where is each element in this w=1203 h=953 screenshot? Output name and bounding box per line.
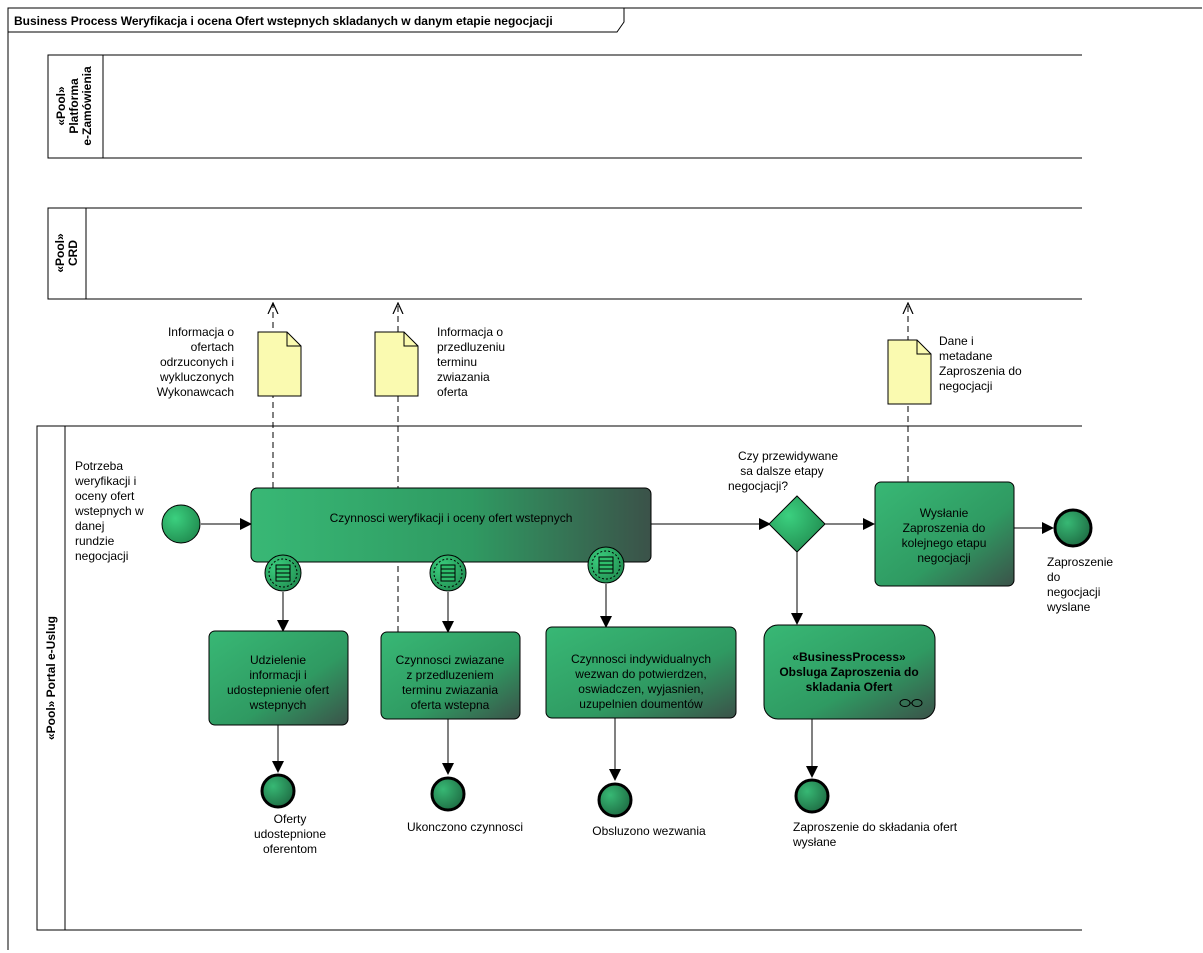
loop-marker-icon xyxy=(587,546,625,584)
label-line: Dane i xyxy=(939,334,974,348)
pool-portal-label: «Pool» Portal e-Uslug xyxy=(44,616,58,740)
start-event[interactable] xyxy=(161,504,201,544)
label-line: skladania Ofert xyxy=(806,680,893,694)
label-dane-metadane: Dane i metadane Zaproszenia do negocjacj… xyxy=(939,334,1022,393)
pool-portal[interactable]: «Pool» Portal e-Uslug xyxy=(36,425,1082,931)
data-object-dane-metadane[interactable] xyxy=(887,339,932,405)
label-line: Wysłanie xyxy=(920,506,969,520)
label-line: oferta wstepna xyxy=(411,698,490,712)
label-line: Zaproszenia do xyxy=(939,364,1022,378)
start-event-label: Potrzeba weryfikacji i oceny ofert wstep… xyxy=(74,459,144,563)
label-line: Zaproszenie do składania ofert xyxy=(793,820,958,834)
label-line: ofertach xyxy=(191,340,234,354)
label-line: Udzielenie xyxy=(250,653,306,667)
task-przedluzenie[interactable]: Czynnosci zwiazane z przedluzeniem termi… xyxy=(380,631,521,720)
label-line: Informacja o xyxy=(437,325,503,339)
end-event-oferty-label: Oferty udostepnione oferentom xyxy=(254,812,326,856)
main-task-label: Czynnosci weryfikacji i oceny ofert wste… xyxy=(330,511,573,525)
label-line: kolejnego etapu xyxy=(902,536,987,550)
label-line: «BusinessProcess» xyxy=(792,650,906,664)
label-line: wezwan do potwierdzen, xyxy=(574,667,706,681)
link-icon xyxy=(899,699,923,707)
label-line: wstepnych xyxy=(249,698,307,712)
label-info-przedluzeniu: Informacja o przedluzeniu terminu zwiaza… xyxy=(437,325,505,399)
label-line: z przedluzeniem xyxy=(406,668,493,682)
pool-platforma-label-3: e-Zamówienia xyxy=(80,66,94,146)
pool-crd[interactable]: «Pool» CRD xyxy=(47,207,1082,300)
task-indywidualne[interactable]: Czynnosci indywidualnych wezwan do potwi… xyxy=(545,626,737,719)
label-line: negocjacji xyxy=(939,379,992,393)
main-task[interactable]: Czynnosci weryfikacji i oceny ofert wste… xyxy=(250,487,652,563)
label-info-odrzuconych: Informacja o ofertach odrzuconych i wykl… xyxy=(157,325,235,399)
label-line: terminu xyxy=(437,355,477,369)
end-event-obsluzono[interactable] xyxy=(597,782,633,818)
label-line: Informacja o xyxy=(168,325,234,339)
label-line: udostepnione xyxy=(254,827,326,841)
end-event-zaproszenie-skladania[interactable] xyxy=(794,778,830,814)
label-line: zwiazania xyxy=(437,370,490,384)
gateway[interactable] xyxy=(768,495,826,553)
label-line: sa dalsze etapy xyxy=(740,464,823,478)
label-line: danej xyxy=(75,519,104,533)
pool-platforma-label-1: «Pool» xyxy=(54,86,68,126)
label-line: oceny ofert xyxy=(75,489,135,503)
label-line: uzupelnien doumentów xyxy=(579,697,703,711)
end-event-invitation-sent[interactable] xyxy=(1053,508,1093,548)
label-line: wykluczonych xyxy=(159,370,234,384)
label-line: Czy przewidywane xyxy=(738,449,838,463)
loop-marker-icon xyxy=(429,554,467,592)
label-line: weryfikacji i xyxy=(74,474,136,488)
label-line: przedluzeniu xyxy=(437,340,505,354)
label-line: Czynnosci zwiazane xyxy=(396,653,505,667)
label-line: rundzie xyxy=(75,534,115,548)
label-line: Obsluga Zaproszenia do xyxy=(779,665,918,679)
end-event-ukonczono[interactable] xyxy=(430,776,466,812)
pool-platforma[interactable]: «Pool» Platforma e-Zamówienia xyxy=(47,54,1082,159)
end-event-oferty[interactable] xyxy=(260,773,296,809)
label-line: oferentom xyxy=(263,842,317,856)
diagram-frame: Business Process Weryfikacja i ocena Ofe… xyxy=(7,7,1202,950)
label-line: negocjacji xyxy=(917,551,970,565)
label-line: Potrzeba xyxy=(75,459,123,473)
label-line: wysłane xyxy=(792,835,837,849)
end-event-zaproszenie-skladania-label: Zaproszenie do składania ofert wysłane xyxy=(792,820,958,849)
data-object-info-przedluzeniu[interactable] xyxy=(374,331,419,397)
sequence-flows xyxy=(201,518,1054,781)
label-line: odrzuconych i xyxy=(160,355,234,369)
label-line: negocjacji xyxy=(75,549,128,563)
end-event-ukonczono-label: Ukonczono czynnosci xyxy=(407,820,523,834)
gateway-label: Czy przewidywane sa dalsze etapy negocja… xyxy=(728,449,838,493)
label-line: informacji i xyxy=(249,668,306,682)
label-line: negocjacji? xyxy=(728,479,788,493)
label-line: udostepnienie ofert xyxy=(227,683,330,697)
pool-crd-label-1: «Pool» xyxy=(53,233,67,273)
label-line: terminu zwiazania xyxy=(402,683,498,697)
loop-marker-icon xyxy=(264,554,302,592)
task-udzielenie[interactable]: Udzielenie informacji i udostepnienie of… xyxy=(208,630,349,726)
label-line: Oferty xyxy=(274,812,307,826)
frame-title: Business Process Weryfikacja i ocena Ofe… xyxy=(14,14,553,28)
end-event-obsluzono-label: Obsluzono wezwania xyxy=(592,824,706,838)
label-line: Czynnosci indywidualnych xyxy=(571,652,711,666)
label-line: Zaproszenie xyxy=(1047,555,1113,569)
label-line: Zaproszenia do xyxy=(903,521,986,535)
label-line: metadane xyxy=(939,349,993,363)
send-invitation-task[interactable]: Wysłanie Zaproszenia do kolejnego etapu … xyxy=(874,481,1015,587)
end-event-invitation-label: Zaproszenie do negocjacji wyslane xyxy=(1046,555,1113,614)
label-line: do xyxy=(1047,570,1061,584)
label-line: Wykonawcach xyxy=(157,385,234,399)
data-object-info-odrzuconych[interactable] xyxy=(257,331,302,397)
label-line: wyslane xyxy=(1046,600,1091,614)
label-line: oferta xyxy=(437,385,468,399)
label-line: wstepnych w xyxy=(74,504,144,518)
pool-platforma-label-2: Platforma xyxy=(67,78,81,134)
label-line: negocjacji xyxy=(1047,585,1100,599)
business-process-obsluga[interactable]: «BusinessProcess» Obsluga Zaproszenia do… xyxy=(763,624,936,720)
pool-crd-label-2: CRD xyxy=(66,240,80,266)
label-line: oswiadczen, wyjasnien, xyxy=(578,682,703,696)
